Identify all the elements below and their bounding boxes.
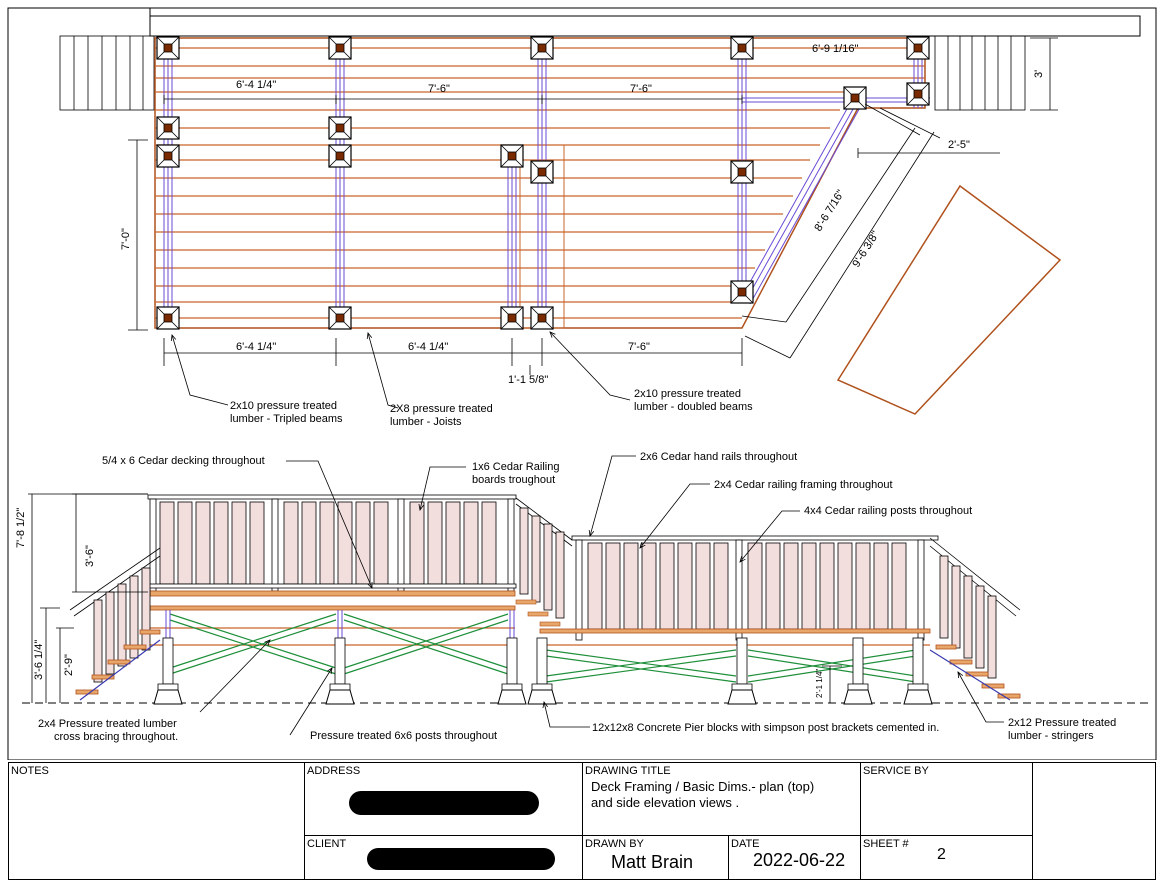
dim-bottom-1: 6'-4 1/4" (236, 341, 276, 353)
landing-rect (836, 184, 1062, 415)
drawn-by-cell: DRAWN BY Matt Brain (583, 836, 729, 880)
drawing-title-line-1: Deck Framing / Basic Dims.- plan (top) (591, 779, 815, 794)
title-block: NOTES ADDRESS CLIENT DRAWING TITLE Deck … (8, 762, 1156, 880)
drawing-title-label: DRAWING TITLE (585, 765, 671, 777)
elevation-leaders (199, 455, 1004, 736)
stairs-left-plan (59, 35, 155, 111)
mid-stair-treads (515, 599, 561, 627)
right-stairs (929, 537, 1021, 701)
dim-diag-outer: 9'-6 3/8" (850, 229, 882, 270)
drawing-title-cell: DRAWING TITLE Deck Framing / Basic Dims.… (583, 763, 861, 836)
upper-railing (147, 494, 517, 592)
service-by-cell: SERVICE BY (861, 763, 1033, 836)
dim-rail-height: 3'-6" (84, 545, 96, 567)
stairs-right-plan (934, 35, 1026, 111)
callout-cross-bracing: 2x4 Pressure treated lumber cross bracin… (38, 718, 180, 743)
callout-stringers: 2x12 Pressure treated lumber - stringers (1008, 717, 1119, 742)
dim-top-right: 7'-6" (630, 83, 652, 95)
notes-cell: NOTES (9, 763, 305, 880)
deck-drawing: 6'-4 1/4" 7'-6" 7'-6" 6'-9 1/16" 3' 2'-5… (7, 7, 1157, 760)
blank-cell (1033, 763, 1156, 880)
drawn-by-value: Matt Brain (611, 852, 694, 872)
plan-leaders (172, 332, 631, 409)
sheet-value: 2 (937, 846, 946, 863)
callout-piers: 12x12x8 Concrete Pier blocks with simpso… (592, 722, 939, 734)
address-label: ADDRESS (307, 765, 361, 777)
date-value: 2022-06-22 (753, 850, 846, 870)
dim-diag-inner: 8'-6 7/16" (812, 188, 847, 234)
dim-total-height: 7'-8 1/2" (15, 508, 27, 548)
dim-right-vert: 3' (1033, 70, 1045, 78)
house-outline (149, 8, 1141, 37)
callout-tripled-beams: 2x10 pressure treated lumber - Tripled b… (230, 400, 343, 425)
drawing-title-line-2: and side elevation views . (591, 795, 740, 810)
dim-bottom-gap: 1'-1 5/8" (508, 374, 548, 386)
callout-hand-rails: 2x6 Cedar hand rails throughout (640, 451, 797, 463)
callout-railing-posts: 4x4 Cedar railing posts throughout (804, 505, 972, 517)
dim-angle-offset: 2'-5" (948, 139, 970, 151)
dim-small-height: 2'-1 1/4" (815, 669, 824, 698)
sheet-border (7, 7, 1157, 760)
dim-bottom-3: 7'-6" (628, 341, 650, 353)
sheet-cell: SHEET # 2 (861, 836, 1033, 880)
service-by-label: SERVICE BY (863, 765, 929, 777)
dim-left-vert: 7'-0" (120, 228, 132, 250)
callout-railing-boards: 1x6 Cedar Railing boards troughout (472, 461, 563, 486)
callout-doubled-beams: 2x10 pressure treated lumber - doubled b… (634, 388, 753, 413)
plan-dimension-lines (128, 37, 1058, 366)
dim-bottom-2: 6'-4 1/4" (408, 341, 448, 353)
dim-top-far: 6'-9 1/16" (812, 43, 858, 55)
drawn-by-label: DRAWN BY (585, 838, 644, 850)
client-label: CLIENT (307, 838, 347, 850)
elevation-dimension-lines (28, 493, 842, 703)
address-redaction (349, 791, 539, 815)
dim-deck-height: 3'-6 1/4" (33, 640, 45, 680)
callout-joists: 2X8 pressure treated lumber - Joists (390, 403, 496, 428)
sheet-label: SHEET # (863, 838, 909, 850)
elevation-view (22, 455, 1150, 736)
plan-view (59, 35, 1062, 415)
dim-low-height: 2'-9" (63, 654, 75, 676)
address-cell: ADDRESS (305, 763, 583, 836)
client-redaction (367, 848, 555, 870)
lower-railing (571, 535, 939, 641)
client-cell: CLIENT (305, 836, 583, 880)
date-label: DATE (731, 838, 760, 850)
joists (155, 47, 925, 319)
date-cell: DATE 2022-06-22 (729, 836, 861, 880)
dim-top-mid: 7'-6" (428, 83, 450, 95)
callout-railing-framing: 2x4 Cedar railing framing throughout (714, 479, 893, 491)
dim-top-left: 6'-4 1/4" (236, 79, 276, 91)
left-stairs (69, 547, 161, 701)
cross-bracing (169, 613, 917, 683)
callout-posts: Pressure treated 6x6 posts throughout (310, 730, 497, 742)
notes-label: NOTES (11, 765, 49, 777)
callout-decking: 5/4 x 6 Cedar decking throughout (102, 455, 265, 467)
